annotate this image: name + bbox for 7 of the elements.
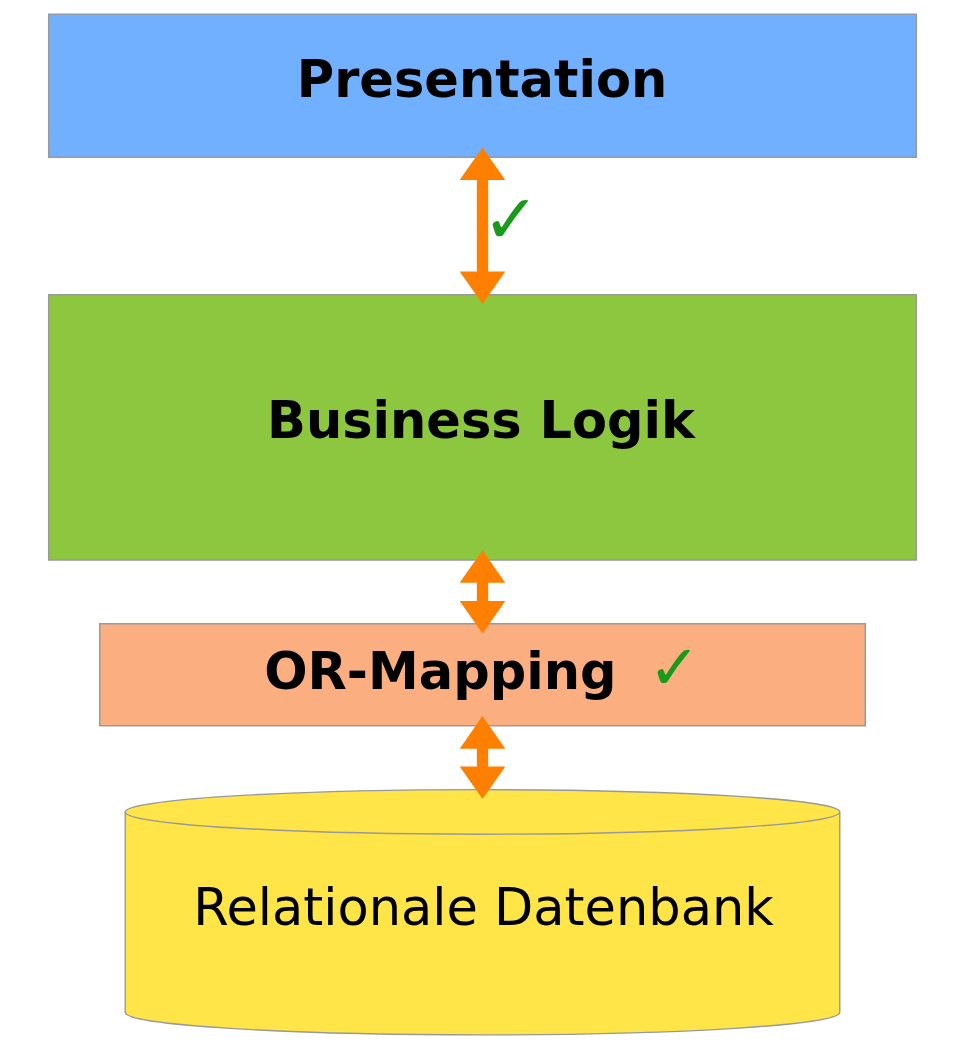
node-box: Business Logik (47, 294, 917, 561)
edge-label: ✓ (482, 179, 540, 259)
node-box: OR-Mapping ✓ (98, 623, 866, 727)
arrow (459, 716, 505, 800)
arrow (459, 550, 505, 634)
node-box: Presentation (47, 13, 917, 158)
arrow (459, 147, 505, 305)
